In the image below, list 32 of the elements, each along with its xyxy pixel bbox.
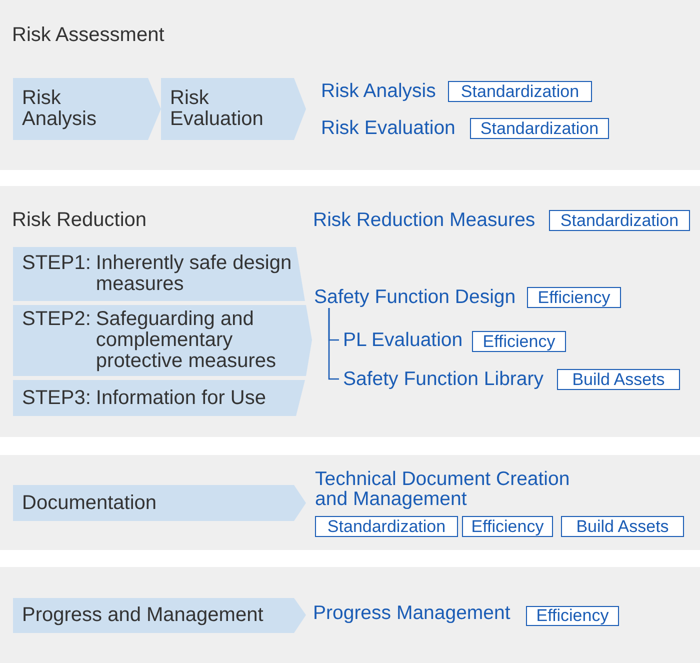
category-tag: Standardization xyxy=(315,516,458,537)
tree-connector xyxy=(328,308,339,380)
section-panel xyxy=(0,567,700,663)
category-tag: Efficiency xyxy=(472,331,566,352)
process-step: STEP1: Inherently safe design measures xyxy=(13,247,305,301)
section-heading: Risk Assessment xyxy=(12,24,164,46)
process-step: STEP2: Safeguarding and complementary protective measures xyxy=(13,305,313,376)
section-panel xyxy=(0,0,700,170)
category-tag: Efficiency xyxy=(462,516,553,537)
feature-name: Risk Analysis xyxy=(321,80,436,102)
feature-name: Risk Reduction Measures xyxy=(313,209,536,231)
feature-name: PL Evaluation xyxy=(339,329,463,351)
process-step: Risk Evaluation xyxy=(161,78,306,140)
feature-name: Safety Function Library xyxy=(339,368,544,390)
section-panel xyxy=(0,455,700,550)
process-step: Progress and Management xyxy=(13,598,306,633)
category-tag: Efficiency xyxy=(526,606,619,626)
category-tag: Build Assets xyxy=(557,369,680,390)
category-tag: Standardization xyxy=(448,81,592,102)
feature-name: Progress Management xyxy=(313,602,510,624)
section-panel xyxy=(0,186,700,437)
category-tag: Standardization xyxy=(549,210,690,231)
process-step: Risk Analysis xyxy=(13,78,161,140)
process-step: Documentation xyxy=(13,485,306,521)
section-heading: Risk Reduction xyxy=(12,209,147,231)
category-tag: Efficiency xyxy=(527,287,621,308)
feature-name: Safety Function Design xyxy=(314,286,516,308)
category-tag: Build Assets xyxy=(561,516,684,537)
category-tag: Standardization xyxy=(470,118,609,139)
feature-name: Risk Evaluation xyxy=(321,117,456,139)
feature-name: Technical Document Creation and Management xyxy=(315,469,571,509)
process-step: STEP3: Information for Use xyxy=(13,380,305,416)
